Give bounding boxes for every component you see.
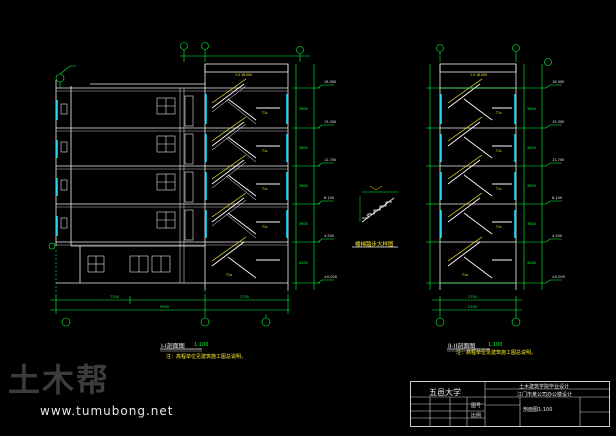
svg-text:1.5 18.000: 1.5 18.000	[470, 73, 487, 77]
svg-text:9900: 9900	[160, 305, 169, 309]
svg-text:T1c: T1c	[261, 149, 268, 153]
svg-text:3600: 3600	[299, 184, 308, 188]
section-2-stairs	[447, 83, 512, 279]
svg-text:3600: 3600	[527, 146, 536, 150]
svg-text:2700: 2700	[468, 305, 477, 309]
svg-text:3600: 3600	[527, 222, 536, 226]
section-1-windows	[56, 94, 288, 238]
title-block-grid	[410, 381, 610, 427]
title-block: 五邑大学 土木建筑学院毕业设计 江门市某公司办公楼设计 剖面图1:100 图号 …	[410, 381, 610, 427]
svg-text:18.900: 18.900	[324, 80, 336, 84]
svg-text:15.300: 15.300	[324, 120, 336, 124]
stair-detail-title: 楼梯踏步大样图	[355, 242, 394, 248]
section-1-level-texts: 18.900 15.300 11.700 8.100 4.500 ±0.000	[324, 80, 337, 279]
svg-text:11.700: 11.700	[324, 158, 336, 162]
svg-text:4200: 4200	[299, 261, 308, 265]
section-2-handrails	[447, 78, 483, 262]
title-block-scale-label: 比例	[471, 413, 482, 419]
svg-text:±0.000: ±0.000	[552, 275, 565, 279]
svg-text:T1c: T1c	[495, 111, 502, 115]
section-2-title: II-II剖面图	[448, 343, 476, 350]
section-2-dim-texts: 3600 3600 3600 3600 4200 2700 2700	[468, 107, 536, 309]
section-2-note: 注：高程单位见建筑施工图总说明。	[456, 350, 537, 356]
section-1-dimensions	[48, 42, 334, 327]
section-1	[55, 63, 289, 290]
section-1-dim-texts: 3600 3600 3600 3600 4200 7200 2700 9900	[110, 107, 308, 309]
svg-text:T1a: T1a	[461, 273, 468, 277]
section-2-level-texts: 18.900 15.300 11.700 8.100 4.500 ±0.000	[552, 80, 565, 279]
svg-text:3600: 3600	[527, 107, 536, 111]
section-1-scale: 1:100	[194, 342, 209, 348]
watermark-url: www.tumubong.net	[40, 404, 174, 418]
section-1-handrails	[211, 78, 247, 262]
tumubang-logo: 土木帮	[8, 361, 111, 399]
title-block-project: 土木建筑学院毕业设计	[519, 384, 570, 390]
svg-text:11.700: 11.700	[552, 158, 564, 162]
section-2-scale: 1:100	[488, 342, 503, 348]
svg-text:4.500: 4.500	[552, 234, 562, 238]
svg-text:4200: 4200	[527, 261, 536, 265]
svg-text:±0.000: ±0.000	[324, 275, 337, 279]
svg-text:3600: 3600	[299, 222, 308, 226]
caption-underlines	[160, 246, 490, 352]
svg-text:2700: 2700	[240, 295, 249, 299]
svg-text:4.500: 4.500	[324, 234, 334, 238]
title-block-drawing-name: 剖面图1:100	[523, 407, 553, 413]
section-1-stairs	[211, 83, 280, 279]
svg-text:T1a: T1a	[225, 273, 232, 277]
svg-text:3600: 3600	[527, 184, 536, 188]
stair-detail	[359, 185, 398, 223]
title-block-sheet-label: 图号	[471, 403, 482, 409]
svg-text:3600: 3600	[299, 107, 308, 111]
title-block-school: 五邑大学	[429, 388, 461, 397]
svg-text:T1c: T1c	[261, 187, 268, 191]
section-2-dimensions	[426, 44, 562, 327]
svg-text:15.300: 15.300	[552, 120, 564, 124]
svg-text:T1c: T1c	[495, 187, 502, 191]
svg-text:T1c: T1c	[495, 225, 502, 229]
section-2-windows	[440, 94, 516, 238]
section-1-title: I-I剖面图	[161, 343, 185, 350]
svg-text:2700: 2700	[468, 295, 477, 299]
svg-text:T1c: T1c	[261, 225, 268, 229]
svg-text:7200: 7200	[110, 295, 119, 299]
section-1-interior-windows	[60, 95, 194, 273]
svg-text:T1c: T1c	[495, 149, 502, 153]
svg-text:18.900: 18.900	[552, 80, 564, 84]
svg-text:1.5 18.000: 1.5 18.000	[235, 73, 252, 77]
svg-text:8.100: 8.100	[324, 196, 334, 200]
section-1-note: 注：高程单位见建筑施工图总说明。	[166, 354, 247, 360]
svg-text:T1c: T1c	[261, 111, 268, 115]
title-block-design-title: 江门市某公司办公楼设计	[517, 392, 573, 398]
svg-text:8.100: 8.100	[552, 196, 562, 200]
svg-text:3600: 3600	[299, 146, 308, 150]
